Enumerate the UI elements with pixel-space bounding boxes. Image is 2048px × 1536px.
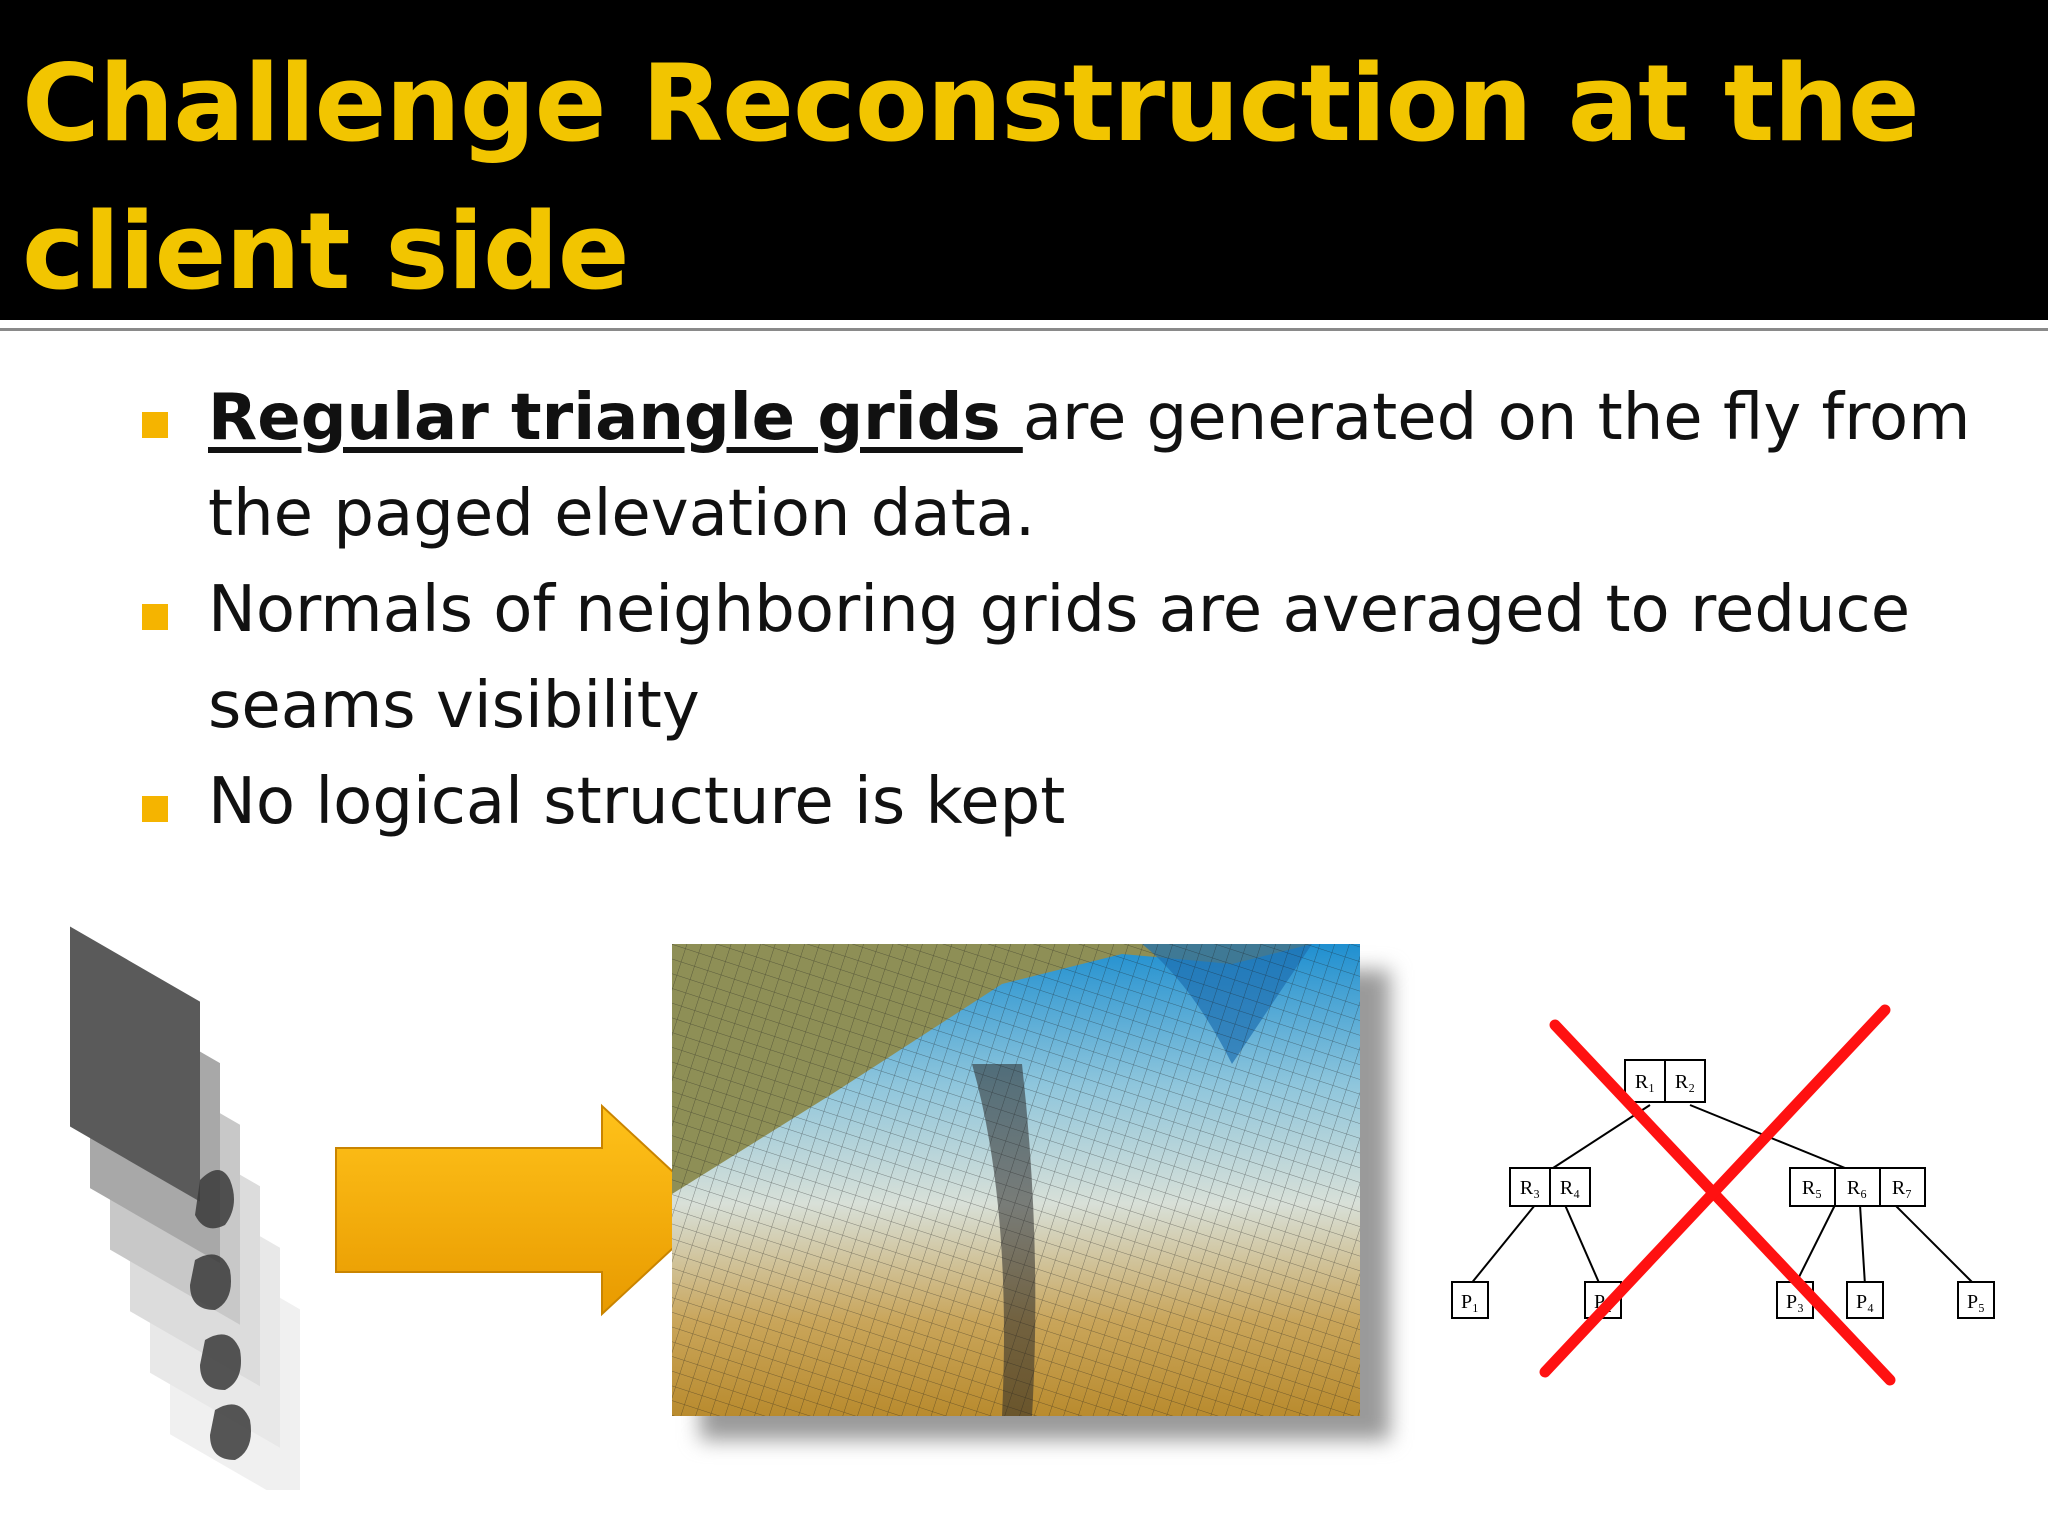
leaf-label: P₅: [1967, 1291, 1985, 1313]
right-arrow-icon: [335, 1103, 716, 1317]
node-label: R₅: [1802, 1177, 1822, 1199]
bullet-text: Normals of neighboring grids are average…: [208, 573, 1911, 743]
title-bar: Challenge Reconstruction at the client s…: [0, 0, 2048, 320]
bullet-text: No logical structure is kept: [208, 765, 1066, 839]
leaf-label: P₃: [1786, 1291, 1804, 1313]
node-label: R₁: [1635, 1071, 1655, 1093]
node-label: R₂: [1675, 1071, 1695, 1093]
terrain-mesh-image: [672, 944, 1432, 1464]
bullet-marker: [142, 412, 168, 438]
bullet-emphasis: Regular triangle grids: [208, 381, 1023, 455]
bullet-marker: [142, 796, 168, 822]
tree-leaf: [1846, 1281, 1884, 1319]
slide-title: Challenge Reconstruction at the client s…: [22, 30, 1920, 326]
bullet-marker: [142, 604, 168, 630]
bullet-list: Regular triangle grids are generated on …: [138, 370, 2018, 850]
title-divider: [0, 320, 2048, 324]
bullet-item: Normals of neighboring grids are average…: [138, 562, 2018, 754]
leaf-label: P₄: [1856, 1291, 1874, 1313]
node-label: R₇: [1892, 1177, 1912, 1199]
cross-out-icon: [1539, 1004, 1896, 1386]
terrain-render: [672, 944, 1360, 1416]
tile-layer: [70, 926, 200, 1202]
slide-title-line1: Challenge Reconstruction at the: [22, 42, 1920, 165]
node-label: R₃: [1520, 1177, 1540, 1199]
node-label: R₆: [1847, 1177, 1867, 1199]
node-label: R₄: [1560, 1177, 1580, 1199]
tree-leaf: [1957, 1281, 1995, 1319]
title-divider-shadow: [0, 328, 2048, 331]
tree-leaf: [1451, 1281, 1489, 1319]
elevation-tiles-image: [70, 926, 300, 1490]
slide-title-line2: client side: [22, 190, 630, 313]
bullet-text: are generated on the fly from the paged …: [208, 381, 1971, 551]
index-tree-diagram: R₁ R₂ R₃ R₄ R₅ R₆ R₇ P₁ P₂ P₃ P₄ P₅: [1451, 1004, 1995, 1386]
tree-node-right: [1789, 1167, 1926, 1207]
bullet-item: No logical structure is kept: [138, 754, 2018, 850]
bullet-item: Regular triangle grids are generated on …: [138, 370, 2018, 562]
leaf-label: P₁: [1461, 1291, 1479, 1313]
